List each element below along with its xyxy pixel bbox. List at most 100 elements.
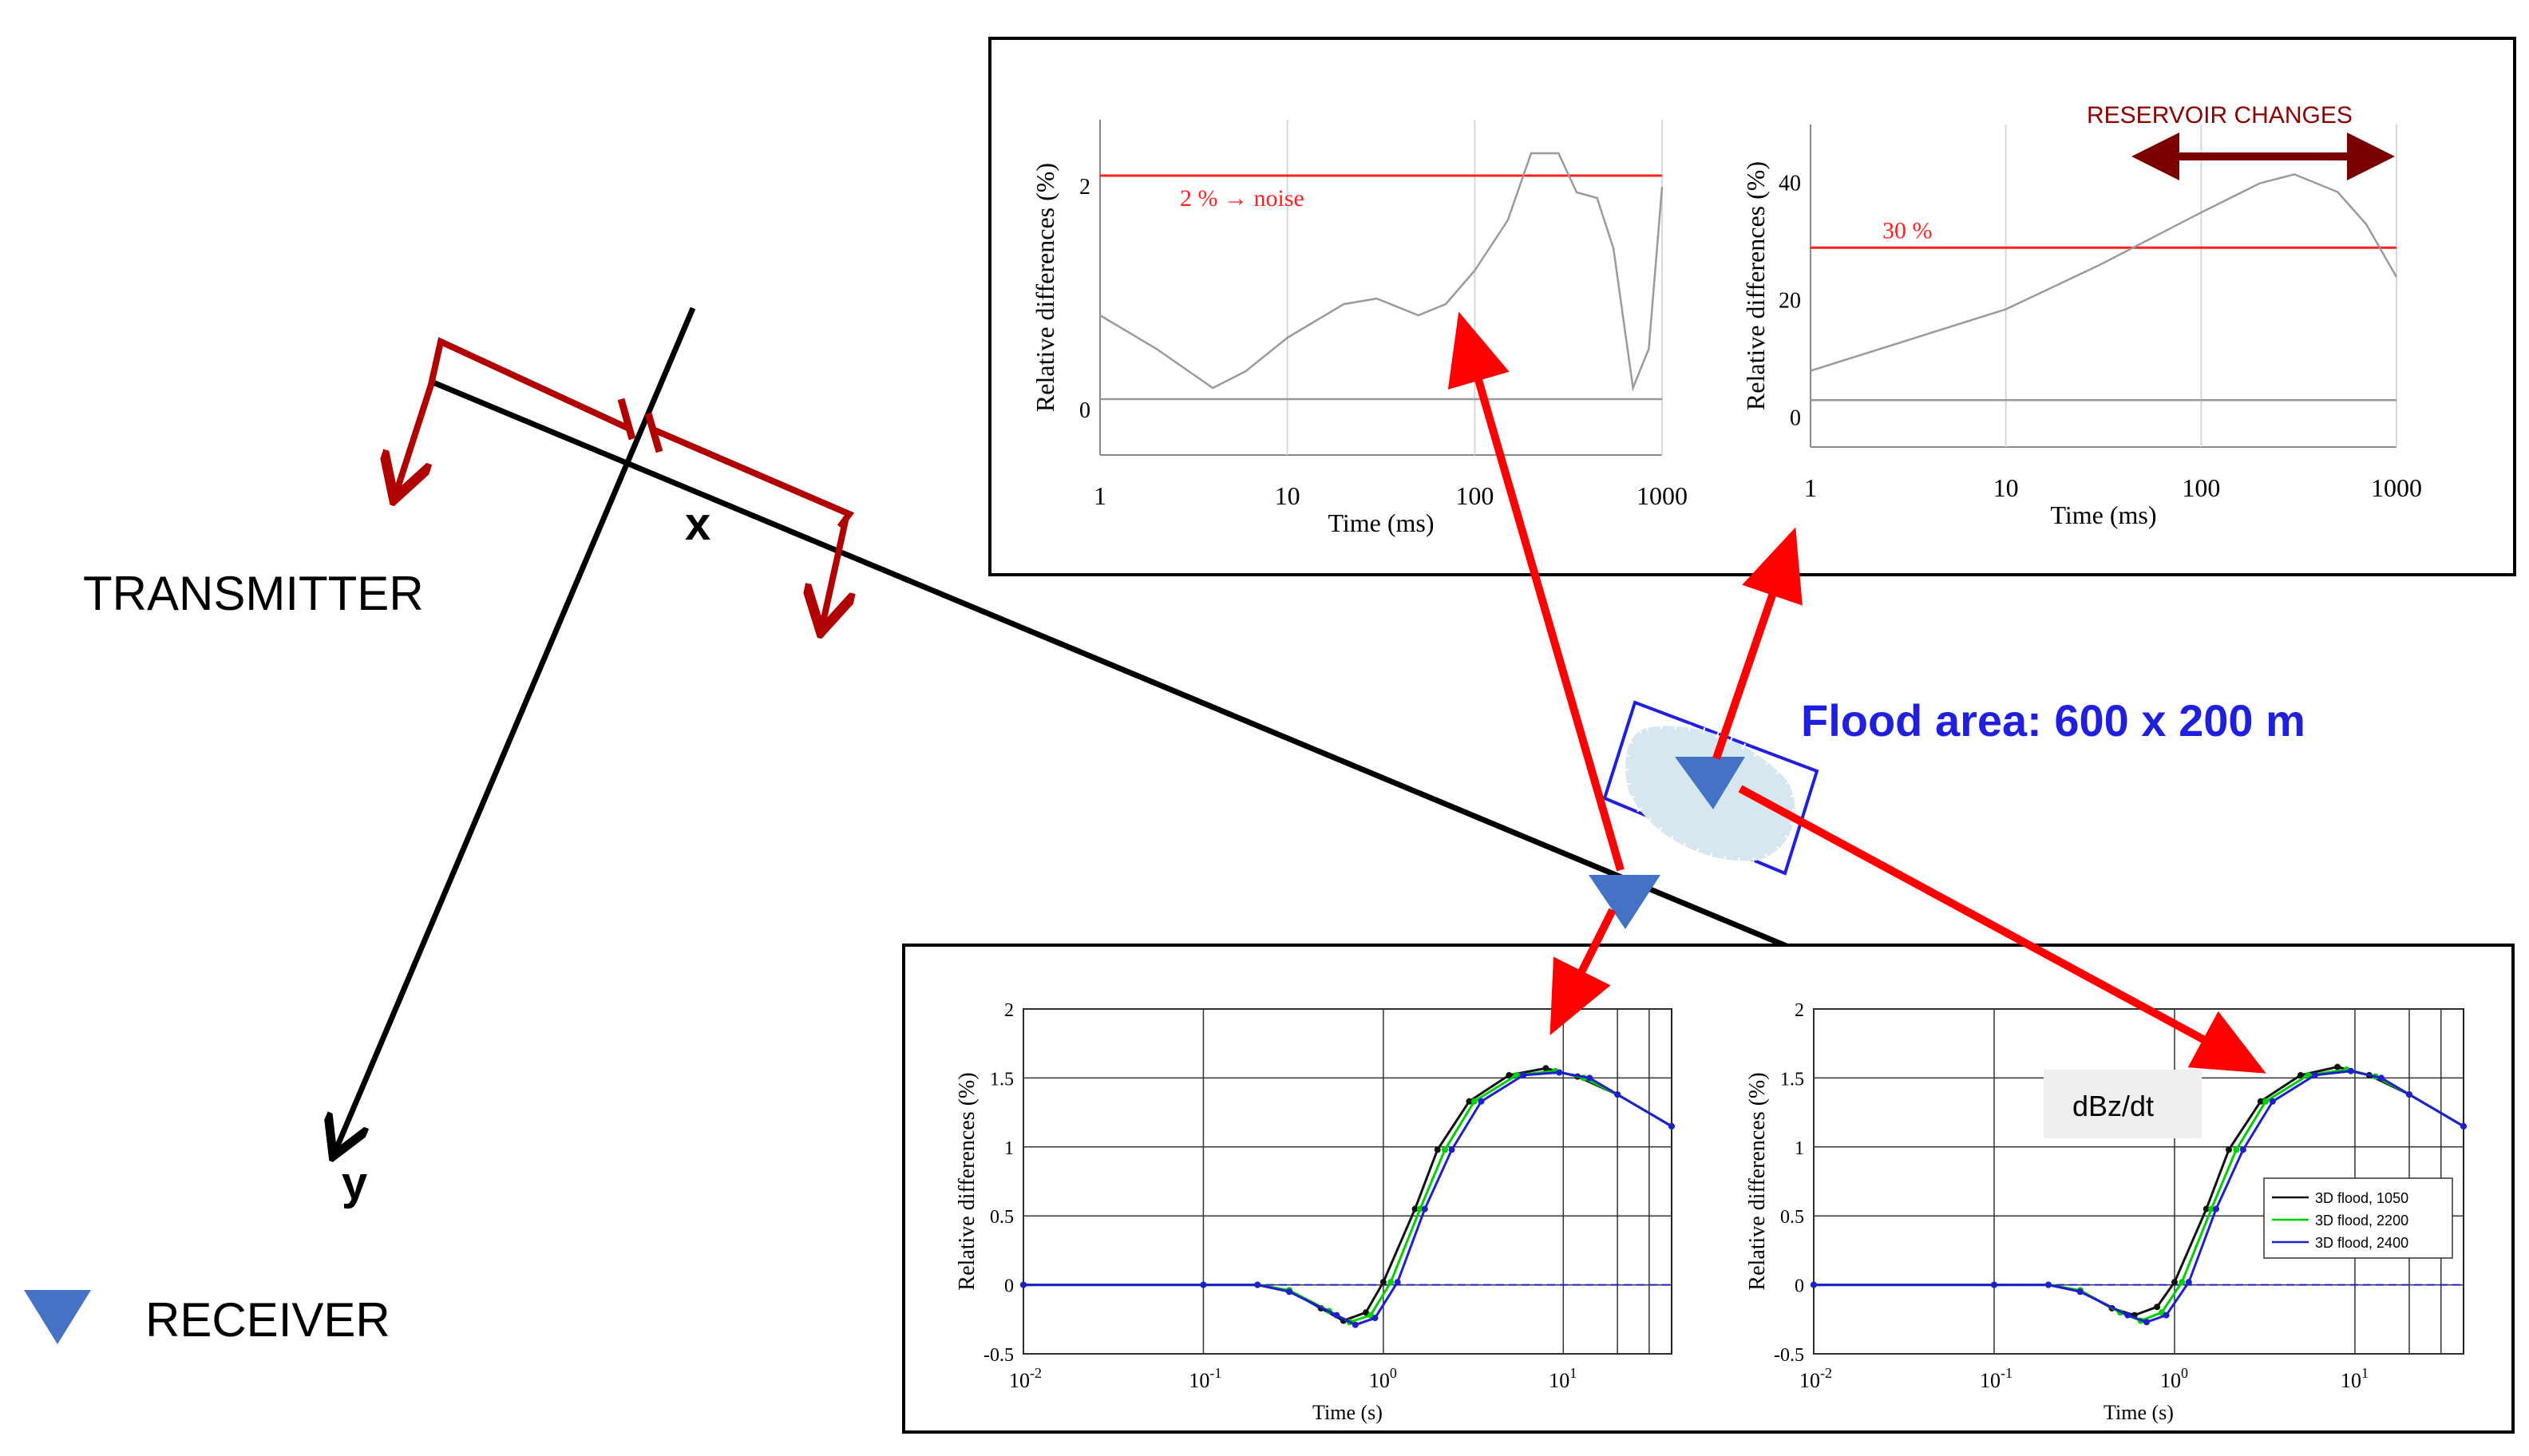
legend-box	[2263, 1177, 2453, 1259]
data-point	[1333, 1312, 1340, 1319]
data-point	[2154, 1304, 2161, 1311]
x-axis-label: Time (ms)	[1328, 508, 1434, 537]
series-line	[1099, 152, 1664, 392]
threshold-annotation: 2 % → noise	[1180, 185, 1304, 212]
x-axis-label: Time (s)	[2104, 1401, 2174, 1424]
x-tick-label: 101	[2341, 1365, 2369, 1392]
data-point	[1411, 1205, 1419, 1213]
x-tick-label: 1	[1804, 473, 1817, 502]
data-point	[1434, 1146, 1441, 1153]
right-bracket-cap	[644, 412, 663, 453]
arrow-to-flood-right	[1738, 785, 2266, 1074]
data-point	[1421, 1205, 1428, 1213]
data-point	[1416, 1205, 1423, 1213]
legend-label: 3D flood, 1050	[2315, 1190, 2408, 1206]
y-tick-label: -0.5	[984, 1345, 1014, 1366]
data-point	[2171, 1279, 2178, 1286]
data-point	[1668, 1122, 1675, 1130]
data-point	[1285, 1288, 1292, 1296]
x-tick-label: 100	[2182, 473, 2220, 502]
arrow-to-reservoir-chart	[1712, 527, 1803, 760]
x-tick-label: 10	[1275, 481, 1300, 510]
x-axis-label: Time (ms)	[2050, 500, 2156, 529]
data-point	[2305, 1071, 2312, 1078]
y-tick-label: 1	[1004, 1138, 1014, 1159]
x-tick-label: 10-2	[1799, 1365, 1832, 1392]
left-bracket-cap	[617, 398, 636, 441]
data-point	[2297, 1071, 2304, 1078]
x-tick-label: 10-1	[1980, 1365, 2013, 1392]
data-point	[2460, 1122, 2467, 1130]
right-bracket-arrow	[822, 516, 846, 626]
reservoir-changes-label: RESERVOIR CHANGES	[2087, 102, 2353, 129]
x-axis-label: Time (s)	[1312, 1401, 1383, 1424]
x-tick-label: 10-1	[1189, 1365, 1221, 1392]
x-axis-label: x	[685, 498, 710, 550]
data-point	[2045, 1281, 2052, 1288]
legend-label: 3D flood, 2400	[2315, 1235, 2408, 1251]
legend-label: 3D flood, 2200	[2315, 1213, 2408, 1228]
data-point	[1394, 1279, 1401, 1286]
data-point	[1614, 1091, 1621, 1098]
data-point	[1506, 1071, 1513, 1078]
data-point	[1556, 1069, 1563, 1076]
data-point	[2124, 1312, 2131, 1319]
data-point	[2233, 1146, 2240, 1153]
data-point	[2225, 1146, 2232, 1153]
data-point	[1990, 1281, 1997, 1288]
x-tick-label: 100	[2160, 1365, 2188, 1392]
series-line	[1023, 1070, 1672, 1327]
connector-arrows	[1447, 311, 2266, 1074]
x-tick-label: 1000	[2371, 473, 2422, 502]
y-tick-label: 0	[1795, 1276, 1804, 1297]
x-tick-label: 1	[1094, 481, 1106, 510]
data-point	[1586, 1074, 1593, 1082]
arrow-to-flood-left	[1549, 908, 1617, 1035]
y-tick-label: 0	[1790, 406, 1801, 430]
data-point	[2202, 1205, 2210, 1213]
x-tick-label: 100	[1369, 1365, 1397, 1392]
data-point	[1352, 1321, 1359, 1328]
y-tick-label: 0	[1004, 1276, 1014, 1297]
x-tick-label: 10-2	[1009, 1365, 1042, 1392]
y-tick-label: 2	[1004, 1000, 1014, 1021]
survey-geometry	[335, 307, 1790, 1151]
y-axis-label: y	[342, 1157, 367, 1209]
left-bracket	[428, 337, 629, 431]
data-point	[2213, 1205, 2220, 1213]
receiver-in-flood	[1675, 757, 1745, 809]
series-line	[1810, 173, 2398, 372]
y-tick-label: 1.5	[1780, 1069, 1804, 1090]
data-point	[1542, 1065, 1549, 1072]
data-point	[1811, 1281, 1817, 1288]
data-point	[2163, 1312, 2170, 1319]
left-bracket-arrow	[396, 383, 434, 493]
transmitter-label: TRANSMITTER	[83, 567, 424, 620]
y-tick-label: 2	[1079, 175, 1090, 200]
data-point	[2239, 1146, 2246, 1153]
y-axis-label: Relative differences (%)	[1031, 163, 1059, 412]
data-point	[1363, 1309, 1370, 1316]
data-point	[2257, 1098, 2264, 1105]
data-point	[1200, 1281, 1207, 1288]
data-point	[1442, 1146, 1449, 1153]
receiver-on-line	[1589, 875, 1660, 929]
data-point	[1478, 1098, 1485, 1105]
y-tick-label: 20	[1779, 288, 1801, 313]
data-point	[2347, 1067, 2354, 1074]
y-tick-label: 0	[1079, 398, 1090, 423]
data-point	[2405, 1091, 2412, 1098]
data-point	[2311, 1071, 2318, 1078]
dbz-dt-label: dBz/dt	[2072, 1090, 2154, 1122]
x-tick-label: 101	[1549, 1365, 1577, 1392]
data-point	[1387, 1279, 1395, 1286]
y-tick-label: 2	[1795, 1000, 1804, 1021]
data-point	[1520, 1071, 1527, 1078]
series-line	[1814, 1070, 2464, 1323]
data-point	[2377, 1074, 2385, 1082]
